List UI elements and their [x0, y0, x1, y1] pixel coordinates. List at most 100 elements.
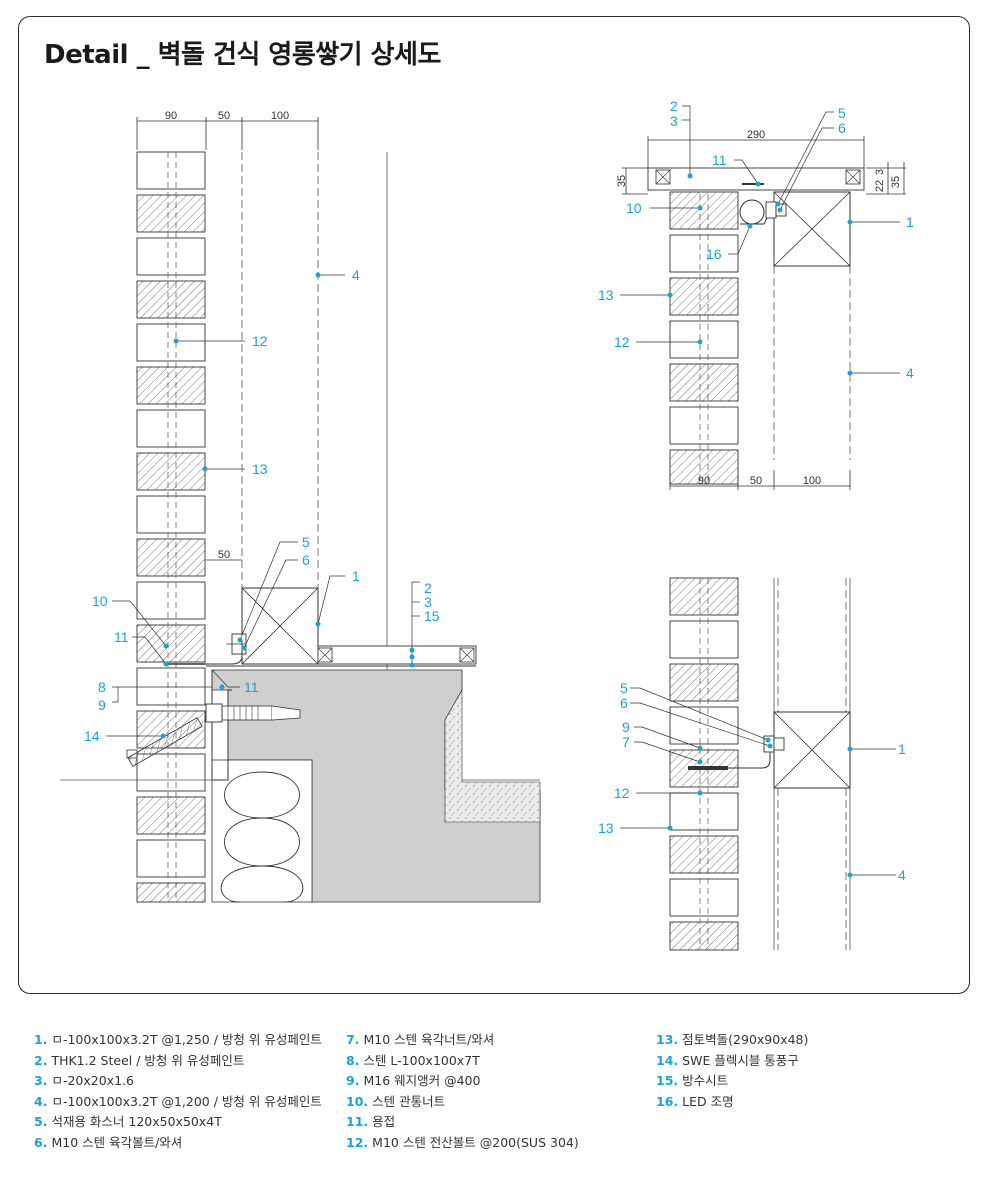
legend-item-14: 14.SWE 플렉시블 통풍구: [656, 1052, 799, 1068]
legend-column-1: 1.ㅁ-100x100x3.2T @1,250 / 방청 위 유성페인트 2.T…: [34, 1030, 322, 1154]
callout-tr-10: 10: [626, 200, 642, 216]
dim-top-35-right: 35: [890, 176, 902, 188]
callout-left-11a: 11: [114, 629, 129, 645]
hollow-brick: [136, 753, 206, 792]
callout-br-4: 4: [898, 867, 906, 883]
callout-left-4: 4: [352, 267, 360, 283]
legend-item-6: 6.M10 스텐 육각볼트/와셔: [34, 1134, 183, 1150]
callout-br-1: 1: [898, 741, 906, 757]
dim-top-35-left: 35: [616, 175, 628, 187]
solid-brick: [669, 577, 739, 616]
solid-brick: [136, 194, 206, 233]
legend-item-3: 3.ㅁ-20x20x1.6: [34, 1073, 134, 1089]
callout-left-12: 12: [252, 333, 268, 349]
bottom-right-section-detail: 5 6 9 7 1 12 13 4: [598, 577, 906, 951]
dim-tr-90: 90: [698, 475, 710, 487]
callout-tr-11: 11: [712, 152, 727, 168]
solid-brick: [136, 882, 206, 903]
dim-left-90: 90: [165, 110, 177, 122]
hollow-brick: [669, 406, 739, 445]
solid-brick: [669, 921, 739, 951]
legend-column-3: 13.점토벽돌(290x90x48) 14.SWE 플렉시블 통풍구 15.방수…: [656, 1030, 808, 1112]
solid-brick: [669, 835, 739, 874]
dim-left-100: 100: [271, 110, 289, 122]
callout-left-11b: 11: [244, 679, 259, 695]
legend-item-9: 9.M16 웨지앵커 @400: [346, 1073, 481, 1089]
top-right-plan-detail: 290 35 3 22 35: [598, 98, 914, 490]
callout-left-3: 3: [424, 594, 432, 610]
hollow-brick: [136, 237, 206, 276]
callout-tr-2: 2: [670, 98, 678, 114]
callout-left-5: 5: [302, 534, 310, 550]
hollow-brick: [136, 839, 206, 878]
solid-brick: [669, 191, 739, 230]
callout-tr-3: 3: [670, 113, 678, 129]
hollow-brick: [136, 667, 206, 706]
callout-left-13: 13: [252, 461, 268, 477]
callout-br-7: 7: [622, 734, 630, 750]
callout-tr-12: 12: [614, 334, 630, 350]
legend-item-8: 8.스텐 L-100x100x7T: [346, 1052, 480, 1068]
callout-left-9: 9: [98, 697, 106, 713]
callout-tr-13: 13: [598, 287, 614, 303]
callout-tr-4: 4: [906, 365, 914, 381]
solid-brick: [136, 624, 206, 663]
drawing-frame: [18, 16, 970, 994]
legend-item-16: 16.LED 조명: [656, 1093, 734, 1109]
solid-brick: [136, 452, 206, 491]
hollow-brick: [669, 706, 739, 745]
hollow-brick: [669, 320, 739, 359]
callout-left-1: 1: [352, 568, 360, 584]
legend-item-12: 12.M10 스텐 전산볼트 @200(SUS 304): [346, 1134, 579, 1150]
callout-tr-1: 1: [906, 214, 914, 230]
callout-tr-5: 5: [838, 105, 846, 121]
hollow-brick: [136, 495, 206, 534]
callout-left-14: 14: [84, 728, 100, 744]
hollow-brick: [136, 323, 206, 362]
left-section-detail: 90 50 100 50: [60, 110, 541, 903]
solid-brick: [136, 796, 206, 835]
dim-left-50: 50: [218, 110, 230, 122]
legend-item-7: 7.M10 스텐 육각너트/와셔: [346, 1032, 495, 1047]
callout-br-5: 5: [620, 680, 628, 696]
hollow-brick: [136, 151, 206, 190]
legend-item-5: 5.석재용 화스너 120x50x50x4T: [34, 1114, 222, 1130]
legend-item-1: 1.ㅁ-100x100x3.2T @1,250 / 방청 위 유성페인트: [34, 1032, 322, 1047]
hollow-brick: [669, 878, 739, 917]
solid-brick: [669, 363, 739, 402]
hollow-brick: [136, 409, 206, 448]
solid-brick: [669, 663, 739, 702]
legend-item-10: 10.스텐 관통너트: [346, 1093, 446, 1109]
callout-tr-16: 16: [706, 246, 722, 262]
legend-item-11: 11.용접: [346, 1114, 396, 1130]
legend-column-2: 7.M10 스텐 육각너트/와셔 8.스텐 L-100x100x7T 9.M16…: [346, 1030, 579, 1154]
callout-left-6: 6: [302, 552, 310, 568]
hollow-brick: [669, 792, 739, 831]
callout-br-12: 12: [614, 785, 630, 801]
legend-item-15: 15.방수시트: [656, 1073, 729, 1089]
legend-item-4: 4.ㅁ-100x100x3.2T @1,200 / 방청 위 유성페인트: [34, 1093, 322, 1109]
callout-left-10: 10: [92, 593, 108, 609]
dim-tr-50: 50: [750, 475, 762, 487]
callout-br-13: 13: [598, 820, 614, 836]
solid-brick: [136, 280, 206, 319]
dim-top-22: 22: [874, 180, 886, 192]
legend-item-13: 13.점토벽돌(290x90x48): [656, 1032, 809, 1047]
hollow-brick: [669, 234, 739, 273]
solid-brick: [136, 538, 206, 577]
callout-left-2: 2: [424, 580, 432, 596]
solid-brick: [669, 449, 739, 485]
solid-brick: [669, 277, 739, 316]
solid-brick: [136, 366, 206, 405]
callout-br-6: 6: [620, 695, 628, 711]
legend-item-2: 2.THK1.2 Steel / 방청 위 유성페인트: [34, 1052, 245, 1068]
hollow-brick: [669, 620, 739, 659]
callout-left-8: 8: [98, 679, 106, 695]
page-title: Detail _ 벽돌 건식 영롱쌓기 상세도: [44, 40, 441, 70]
dim-top-3: 3: [874, 169, 886, 175]
callout-tr-6: 6: [838, 120, 846, 136]
callout-left-15: 15: [424, 608, 440, 624]
detail-drawing: 90 50 100 50: [60, 98, 914, 951]
dim-tr-100: 100: [803, 475, 821, 487]
callout-br-9: 9: [622, 719, 630, 735]
